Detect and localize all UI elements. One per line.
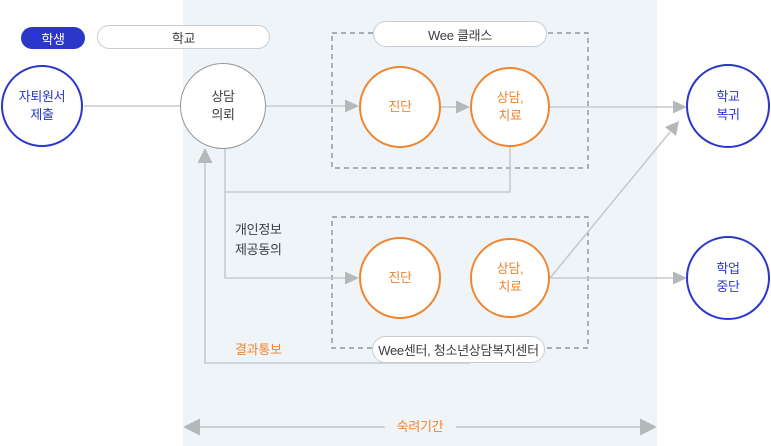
- consent-label: 개인정보 제공동의: [235, 222, 282, 257]
- node-counsel-request: 상담 의뢰: [180, 63, 266, 149]
- node-diagnosis-top: 진단: [359, 66, 441, 148]
- result-notice-label: 결과통보: [235, 342, 282, 357]
- arrowhead-deliberation-right: [640, 418, 657, 436]
- node-counsel-treatment-bottom: 상담, 치료: [470, 238, 550, 318]
- student-badge: 학생: [21, 27, 85, 49]
- wee-class-label-pill: Wee 클래스: [373, 21, 547, 47]
- arrowhead-into-diagnosis-top: [345, 99, 359, 113]
- arrowhead-deliberation-left: [183, 418, 200, 436]
- node-school-return: 학교 복귀: [686, 64, 770, 148]
- arrowhead-into-diagnosis-bottom: [345, 271, 359, 285]
- line-treatment-top-feedback: [225, 147, 511, 193]
- arrowhead-into-counsel-request: [197, 148, 213, 163]
- node-diagnosis-bottom: 진단: [359, 237, 441, 319]
- school-label-pill: 학교: [97, 25, 270, 49]
- node-counsel-treatment-top: 상담, 치료: [470, 67, 550, 147]
- arrowhead-diagonal-into-return: [665, 121, 679, 136]
- deliberation-period-label: 숙려기간: [384, 419, 456, 435]
- line-result-notice-feedback: [204, 162, 470, 364]
- arrowhead-into-school-return: [673, 100, 687, 114]
- wee-center-label-pill: Wee센터, 청소년상담복지센터: [372, 336, 545, 363]
- arrowhead-into-treatment-top: [456, 100, 470, 114]
- arrowhead-into-school-dropout: [673, 271, 687, 285]
- node-school-dropout: 학업 중단: [686, 236, 770, 320]
- line-treatment-bottom-to-return: [549, 131, 671, 279]
- node-withdrawal-submit: 자퇴원서 제출: [1, 65, 83, 147]
- line-counsel-to-diagnosis-bottom: [224, 148, 346, 279]
